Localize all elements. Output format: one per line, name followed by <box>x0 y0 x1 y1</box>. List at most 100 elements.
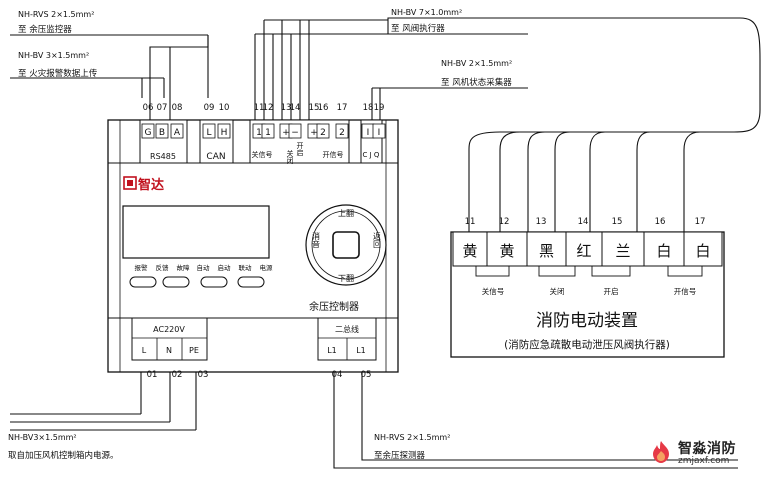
ac220v-label: AC220V <box>153 325 185 334</box>
cable-label-rvs-spec: NH-RVS 2×1.5mm² <box>18 10 94 19</box>
cable-label-power-to: 取自加压风机控制箱内电源。 <box>8 450 119 461</box>
cable-label-rvs-to: 至 余压监控器 <box>18 24 72 35</box>
top-terminal-screw <box>141 123 155 139</box>
top-terminal-screw <box>217 123 231 139</box>
nav-up-button[interactable]: 上翻 <box>338 209 354 218</box>
top-terminal-label: H <box>221 128 228 138</box>
cable-label-detector-to: 至余压探测器 <box>374 450 426 461</box>
bottom-terminal-label: L <box>142 346 147 355</box>
damper-close-signal: 关信号 <box>482 286 505 296</box>
damper-terminal-cell <box>526 231 567 267</box>
bottom-terminal-number: 05 <box>361 370 372 380</box>
top-terminal-label: 2 <box>339 128 345 138</box>
indicator-label: 电源 <box>260 263 274 272</box>
bus-label: 二总线 <box>335 324 359 334</box>
brand-name: 智达 <box>138 177 164 193</box>
bottom-terminal-number: 04 <box>332 370 343 380</box>
damper-terminal-cell <box>643 231 685 267</box>
top-terminal-label: B <box>159 128 165 138</box>
close-signal-label: 关信号 <box>252 150 273 159</box>
top-terminal-label: 2 <box>320 128 326 138</box>
indicator-button[interactable] <box>129 276 157 288</box>
damper-terminal-number: 12 <box>499 217 510 227</box>
controller-name: 余压控制器 <box>309 300 359 313</box>
top-terminal-label: A <box>174 128 181 138</box>
bottom-terminal-label: L1 <box>327 346 337 355</box>
indicator-button[interactable] <box>200 276 228 288</box>
top-terminal-screw <box>335 123 349 139</box>
top-terminal-number: 10 <box>219 103 230 113</box>
top-terminal-screw <box>261 123 275 139</box>
top-terminal-label: I <box>378 128 381 138</box>
bottom-terminal-label: L1 <box>356 346 366 355</box>
top-terminal-label: G <box>145 128 152 138</box>
damper-open: 开启 <box>604 286 619 296</box>
wire-color-label: 黑 <box>539 242 554 260</box>
top-terminal-number: 16 <box>318 103 329 113</box>
nav-down-button[interactable]: 下翻 <box>338 274 354 283</box>
close-label: 关闭 <box>286 149 294 165</box>
nav-back-button[interactable]: 返回 <box>373 232 382 249</box>
indicator-button[interactable] <box>237 276 265 288</box>
wire-color-label: 黄 <box>462 242 477 260</box>
lcd-display <box>122 205 270 259</box>
top-terminal-number: 06 <box>143 103 154 113</box>
indicator-label: 启动 <box>218 263 232 272</box>
top-terminal-screw <box>372 123 386 139</box>
top-terminal-label: − <box>291 128 299 138</box>
indicator-label: 自动 <box>197 263 211 272</box>
top-terminal-number: 17 <box>337 103 348 113</box>
wire-color-label: 红 <box>576 242 591 260</box>
watermark-title: 智淼消防 <box>678 441 736 457</box>
top-terminal-screw <box>155 123 169 139</box>
damper-terminal-number: 15 <box>612 217 623 227</box>
top-terminal-screw <box>316 123 330 139</box>
cable-label-bv3-to: 至 火灾报警数据上传 <box>18 68 98 79</box>
top-terminal-label: + <box>282 128 290 138</box>
watermark-url: zmjaxf.com <box>678 456 730 466</box>
damper-title: 消防电动装置 <box>536 311 638 331</box>
damper-terminal-cell <box>683 231 723 267</box>
top-terminal-number: 08 <box>172 103 183 113</box>
cable-label-power-spec: NH-BV3×1.5mm² <box>8 433 77 442</box>
brand-logo: 智达 <box>123 176 164 193</box>
open-signal-label: 开信号 <box>323 150 344 159</box>
top-terminal-label: 1 <box>256 128 262 138</box>
nav-center-button[interactable] <box>332 231 360 259</box>
rs485-label: RS485 <box>150 152 176 161</box>
bottom-terminal-number: 03 <box>198 370 209 380</box>
cable-label-detector-spec: NH-RVS 2×1.5mm² <box>374 433 450 442</box>
top-terminal-number: 14 <box>290 103 301 113</box>
top-terminal-label: I <box>367 128 370 138</box>
cable-label-bv3-spec: NH-BV 3×1.5mm² <box>18 51 89 60</box>
damper-terminal-number: 14 <box>578 217 589 227</box>
indicator-label: 联动 <box>239 263 253 272</box>
indicator-label: 反馈 <box>156 263 170 272</box>
top-terminal-number: 19 <box>374 103 385 113</box>
cable-label-bv7-spec: NH-BV 7×1.0mm² <box>391 8 462 17</box>
wire-color-label: 黄 <box>499 242 514 260</box>
top-terminal-number: 07 <box>157 103 168 113</box>
flame-icon <box>653 441 669 463</box>
wire-color-label: 白 <box>656 242 671 260</box>
top-terminal-number: 15 <box>309 103 320 113</box>
damper-terminal-number: 17 <box>695 217 706 227</box>
top-terminal-number: 13 <box>281 103 292 113</box>
cable-label-bv7-to: 至 风阀执行器 <box>391 23 445 34</box>
navigation-pad: 上翻 下翻 消音 返回 <box>305 204 387 286</box>
cable-label-bv2-spec: NH-BV 2×1.5mm² <box>441 59 512 68</box>
open-label: 开启 <box>296 142 304 157</box>
top-terminal-number: 18 <box>363 103 374 113</box>
watermark: 智淼消防 zmjaxf.com <box>648 437 760 469</box>
damper-terminal-number: 11 <box>465 217 476 227</box>
indicator-button[interactable] <box>162 276 190 288</box>
nav-mute-button[interactable]: 消音 <box>312 231 321 249</box>
indicator-label: 报警 <box>135 263 149 272</box>
cable-label-bv2-to: 至 风机状态采集器 <box>441 77 512 88</box>
top-terminal-label: L <box>206 128 211 138</box>
damper-subtitle: (消防应急疏散电动泄压风阀执行器) <box>504 338 670 351</box>
damper-terminal-cell <box>452 231 488 267</box>
damper-terminal-number: 13 <box>536 217 547 227</box>
